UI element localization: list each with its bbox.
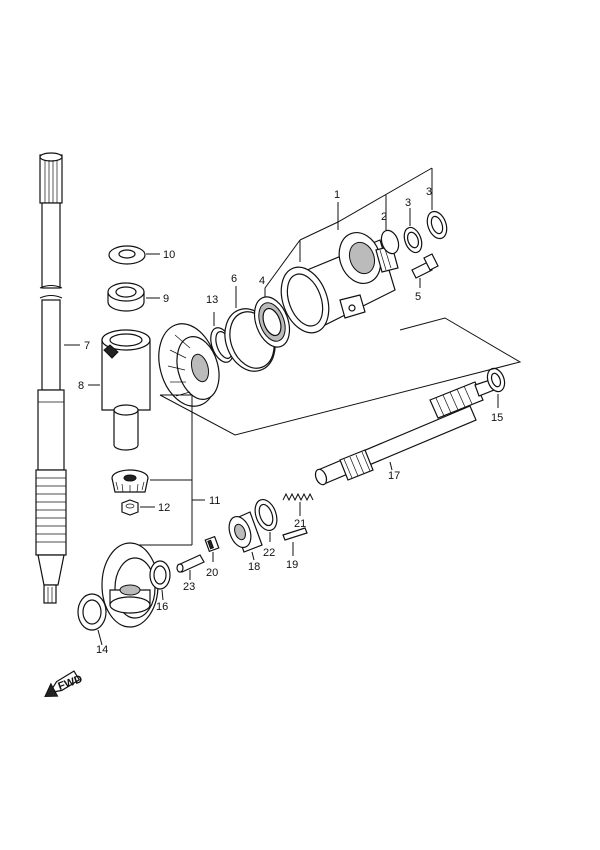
callout-11: 11 (209, 495, 220, 507)
bushing-part-2 (380, 229, 400, 255)
callout-16: 16 (156, 601, 168, 613)
push-rod-part-20 (204, 535, 220, 553)
callout-22: 22 (263, 547, 275, 559)
bolt-part-5 (411, 253, 439, 279)
fwd-label: FWD (57, 673, 85, 693)
washer-part-15 (486, 367, 506, 393)
shaft-housing-part-1 (280, 232, 399, 334)
clip-part-22 (254, 498, 278, 532)
callout-20: 20 (206, 567, 218, 579)
ring-part-16 (149, 560, 171, 590)
callout-1: 1 (334, 189, 340, 201)
pin-part-23 (176, 554, 205, 573)
sleeve-part-8 (101, 329, 151, 451)
bushing-part-9 (107, 282, 145, 312)
propeller-shaft-part-17 (314, 379, 495, 486)
shim-part-14 (77, 593, 107, 631)
callout-18: 18 (248, 561, 260, 573)
cross-pin-part-19 (282, 527, 308, 541)
forward-bevel-gear (158, 323, 220, 407)
callout-15: 15 (491, 412, 503, 424)
pinion-gear (111, 469, 149, 493)
callout-19: 19 (286, 559, 298, 571)
callout-14: 14 (96, 644, 108, 656)
spring-part-21 (282, 492, 314, 502)
seal-part-3a (403, 226, 423, 254)
callout-10: 10 (163, 249, 175, 261)
reverse-bevel-gear (101, 542, 159, 628)
callout-21: 21 (294, 518, 306, 530)
washer-part-10 (108, 245, 146, 265)
callout-7: 7 (84, 340, 90, 352)
callout-3b: 3 (426, 186, 432, 198)
nut-part-12 (121, 499, 139, 516)
callout-23: 23 (183, 581, 195, 593)
callout-3a: 3 (405, 197, 411, 209)
callout-5: 5 (415, 291, 421, 303)
drive-shaft-part-7 (35, 152, 67, 604)
callout-12: 12 (158, 502, 170, 514)
seal-part-3b (426, 210, 448, 240)
callout-17: 17 (388, 470, 400, 482)
callout-8: 8 (78, 380, 84, 392)
callout-4: 4 (259, 275, 265, 287)
forward-arrow-icon: FWD (44, 670, 85, 698)
callout-2: 2 (381, 211, 387, 223)
callout-13: 13 (206, 294, 218, 306)
callout-6: 6 (231, 273, 237, 285)
clutch-dog-part-18 (228, 511, 263, 553)
callout-9: 9 (163, 293, 169, 305)
bearing-part-4 (253, 296, 291, 348)
